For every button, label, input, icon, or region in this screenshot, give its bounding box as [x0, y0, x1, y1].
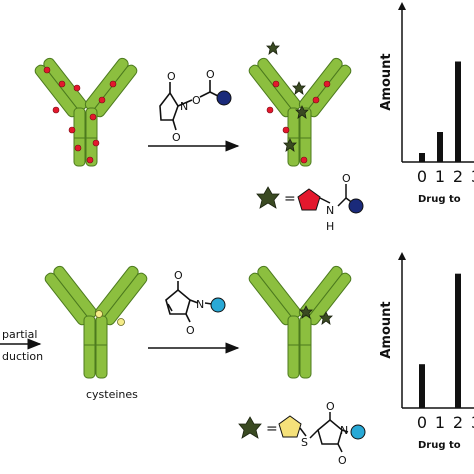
drug-stars-top: [266, 41, 309, 152]
payload-circle-icon: [216, 90, 232, 106]
drug-star-icon: [266, 41, 280, 55]
atom-o: O: [338, 454, 347, 467]
cysteine-residues: [95, 310, 125, 326]
x-tick-label: 3: [471, 167, 474, 186]
cysteine-dot: [95, 310, 103, 318]
atom-s: S: [301, 436, 308, 449]
y-axis-label: Amount: [379, 53, 394, 110]
step-label-partial: partial: [2, 328, 37, 341]
step-label-reduction: duction: [2, 350, 43, 363]
atom-n: N: [340, 424, 348, 437]
bar: [419, 364, 425, 408]
bar: [419, 153, 425, 162]
payload-circle-icon: [350, 424, 366, 440]
cysteine-dot: [117, 318, 125, 326]
lysine-dot: [89, 113, 97, 121]
legend-top: = N H O: [256, 172, 364, 233]
drug-star-icon: [295, 105, 309, 119]
atom-o: O: [167, 70, 176, 83]
atom-o: O: [326, 400, 335, 413]
atom-o: O: [186, 324, 195, 337]
y-axis-arrow: [398, 2, 406, 10]
x-tick-label: 0: [417, 413, 427, 432]
payload-circle-icon: [348, 198, 364, 214]
x-axis-label: Drug to: [418, 440, 461, 451]
legend-equals: =: [284, 191, 296, 207]
lysine-residues-top-left: [43, 66, 117, 164]
atom-o: O: [192, 94, 201, 107]
drug-star-icon: [283, 138, 297, 152]
payload-circle-icon: [210, 297, 226, 313]
lysine-dot: [98, 96, 106, 104]
lysine-dot: [68, 126, 76, 134]
drug-star-icon: [319, 311, 333, 325]
nhs-ester-reagent: [159, 80, 221, 131]
atom-o: O: [172, 131, 181, 144]
dar-chart-top: Amount 0123Drug to: [379, 2, 474, 205]
x-axis-label: Drug to: [418, 194, 461, 205]
y-axis-label: Amount: [379, 301, 394, 358]
lysine-dot: [86, 156, 94, 164]
bar: [455, 273, 461, 408]
x-tick-label: 2: [453, 167, 463, 186]
atom-o: O: [342, 172, 351, 185]
lysine-dot: [312, 96, 320, 104]
lysine-dot: [109, 80, 117, 88]
cysteine-pentagon-icon: [278, 415, 302, 438]
antibody-top-left: [34, 57, 138, 167]
legend-bottom: = S O O N: [238, 400, 366, 467]
lysine-pentagon-icon: [297, 188, 321, 211]
lysine-dot: [58, 80, 66, 88]
lysine-dot: [92, 139, 100, 147]
atom-n: N: [180, 100, 188, 113]
drug-star-icon: [299, 305, 313, 319]
maleimide-reagent: [165, 281, 213, 323]
lysine-dot: [323, 80, 331, 88]
lysine-dot: [272, 80, 280, 88]
lysine-dot: [43, 66, 51, 74]
atom-n: N: [196, 298, 204, 311]
lysine-dot: [300, 156, 308, 164]
drug-stars-bottom: [299, 305, 333, 325]
atom-h: H: [326, 220, 334, 233]
atom-n: N: [326, 204, 334, 217]
cysteines-label: cysteines: [86, 388, 138, 401]
antibody-bottom-reduced: [44, 265, 148, 379]
legend-equals: =: [266, 421, 278, 437]
lysine-dot: [266, 106, 274, 114]
lysine-dot: [282, 126, 290, 134]
x-tick-label: 2: [453, 413, 463, 432]
x-tick-label: 3: [471, 413, 474, 432]
drug-star-icon: [292, 81, 306, 95]
antibody-bottom-conjugated: [248, 265, 352, 379]
lysine-dot: [52, 106, 60, 114]
dar-chart-bottom: Amount 0123Drug to: [379, 252, 474, 451]
lysine-dot: [73, 84, 81, 92]
lysine-dot: [74, 144, 82, 152]
x-tick-label: 1: [435, 167, 445, 186]
bar: [437, 132, 443, 162]
x-tick-label: 0: [417, 167, 427, 186]
x-tick-label: 1: [435, 413, 445, 432]
atom-o: O: [206, 68, 215, 81]
lysine-residues-top-conjugated: [266, 80, 331, 164]
drug-star-icon: [238, 416, 262, 439]
atom-o: O: [174, 269, 183, 282]
y-axis-arrow: [398, 252, 406, 260]
bar: [455, 61, 461, 162]
drug-star-icon: [256, 186, 280, 209]
